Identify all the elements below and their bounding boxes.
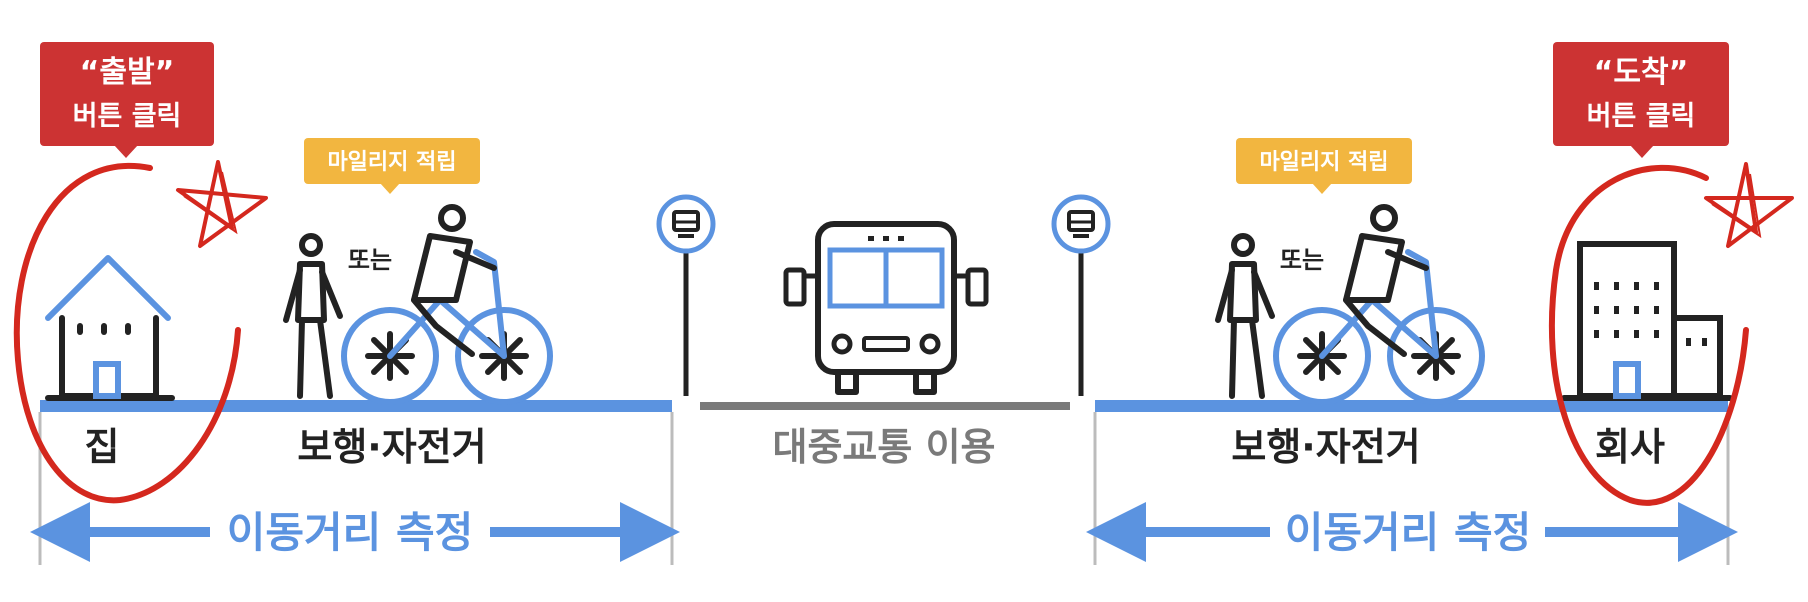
right-or-text: 또는 xyxy=(1280,246,1324,274)
end-circle-marker xyxy=(1548,164,1749,506)
end-callout-title: “도착” xyxy=(1594,55,1689,90)
end-star-icon xyxy=(1704,162,1794,248)
left-bus-stop-icon xyxy=(656,194,716,396)
right-cyclist-icon xyxy=(1273,204,1485,405)
left-pedestrian-icon xyxy=(283,233,343,399)
left-cyclist-icon xyxy=(341,204,553,405)
left-measure-arrow: 이동거리 측정 xyxy=(29,502,680,562)
start-callout-title: “출발” xyxy=(80,55,175,90)
start-button-callout: “출발” 버튼 클릭 xyxy=(40,42,214,158)
left-mileage-tag: 마일리지 적립 xyxy=(304,138,480,194)
right-measure-label: 이동거리 측정 xyxy=(1285,508,1531,557)
right-mileage-tag-text: 마일리지 적립 xyxy=(1259,150,1388,175)
home-label: 집 xyxy=(85,425,120,469)
left-or-text: 또는 xyxy=(348,246,392,274)
right-mode-label: 보행·자전거 xyxy=(1231,425,1420,469)
office-building-icon xyxy=(1561,241,1733,401)
bus-icon xyxy=(783,221,989,395)
start-star-icon xyxy=(176,160,268,248)
start-callout-sub: 버튼 클릭 xyxy=(73,101,182,132)
start-circle-marker xyxy=(13,163,241,504)
transit-mode-label: 대중교통 이용 xyxy=(773,425,996,469)
left-mode-label: 보행·자전거 xyxy=(297,425,486,469)
end-button-callout: “도착” 버튼 클릭 xyxy=(1553,42,1729,158)
end-callout-sub: 버튼 클릭 xyxy=(1587,101,1696,132)
office-label: 회사 xyxy=(1595,425,1665,469)
right-measure-arrow: 이동거리 측정 xyxy=(1086,502,1738,562)
right-bus-stop-icon xyxy=(1051,194,1111,396)
left-mileage-tag-text: 마일리지 적립 xyxy=(327,150,456,175)
right-mileage-tag: 마일리지 적립 xyxy=(1236,138,1412,194)
left-measure-label: 이동거리 측정 xyxy=(227,508,473,557)
right-pedestrian-icon xyxy=(1215,233,1275,399)
house-icon xyxy=(45,255,175,401)
